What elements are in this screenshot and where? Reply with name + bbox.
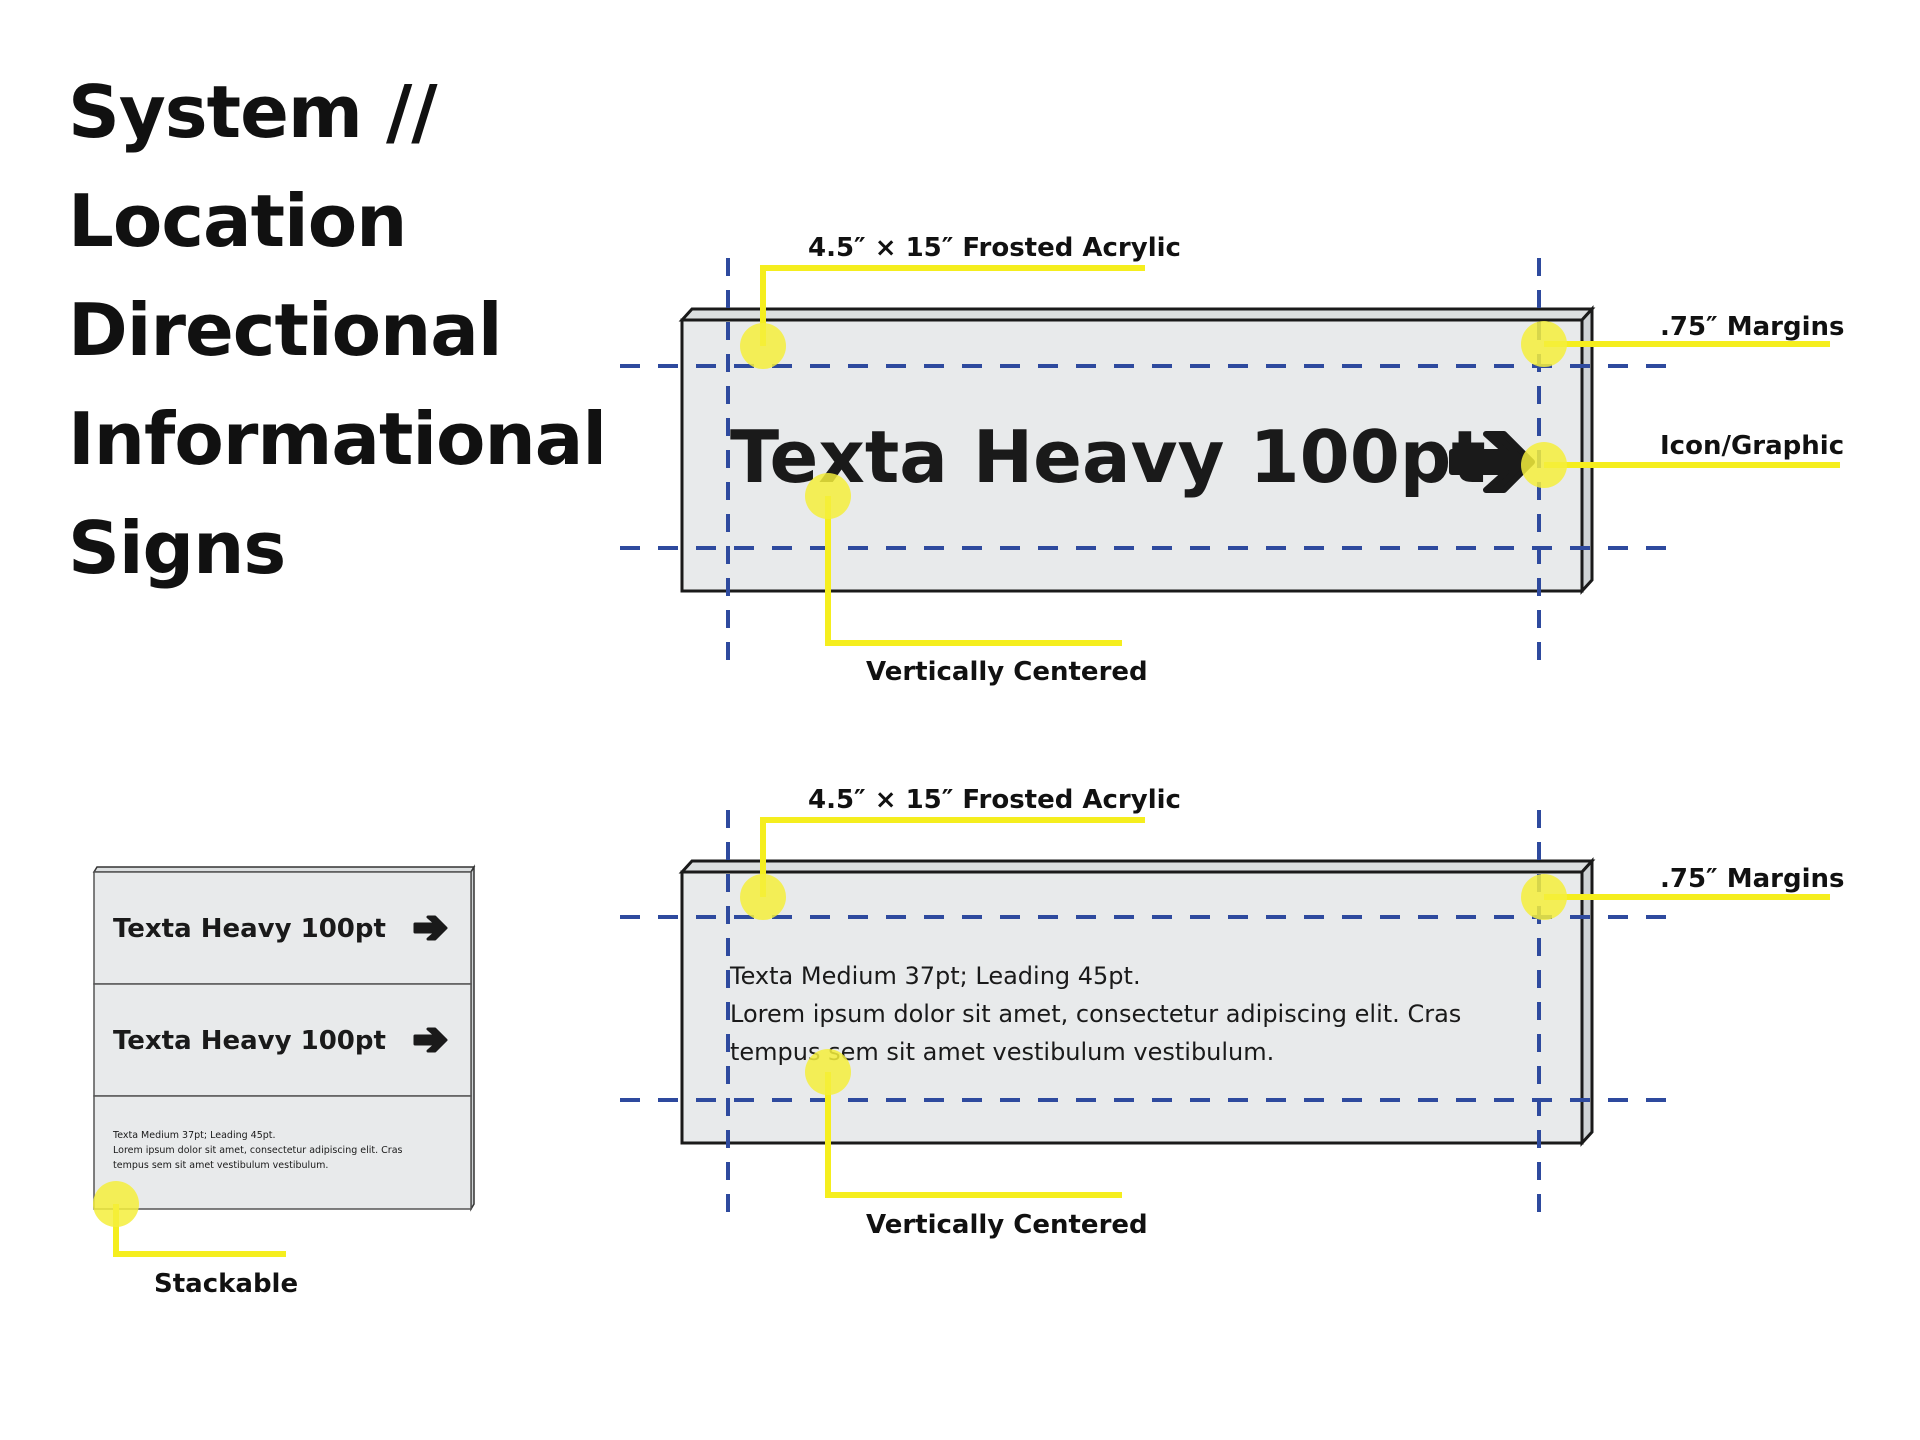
callout-dot — [1521, 442, 1567, 488]
callout-dot — [740, 874, 786, 920]
callout-leaders — [760, 817, 1830, 1198]
callout-dot — [93, 1181, 139, 1227]
body-line: tempus sem sit amet vestibulum vestibulu… — [113, 1160, 328, 1171]
leader-centered — [825, 1072, 1122, 1198]
stack-body-text: Texta Medium 37pt; Leading 45pt. Lorem i… — [112, 1130, 403, 1171]
body-line: Lorem ipsum dolor sit amet, consectetur … — [113, 1145, 403, 1156]
callout-dot — [805, 1049, 851, 1095]
body-line: Texta Medium 37pt; Leading 45pt. — [729, 962, 1141, 990]
panel-top-edge — [678, 307, 1596, 322]
leader-size — [760, 817, 1145, 897]
callout-size-label: 4.5″ × 15″ Frosted Acrylic — [808, 233, 1181, 263]
callout-leaders — [760, 265, 1840, 646]
leader-stackable — [113, 1204, 286, 1257]
title-line: System // — [68, 70, 438, 154]
callout-dot — [1521, 874, 1567, 920]
stacked-signs-diagram: Texta Heavy 100pt Texta Heavy 100pt Text… — [92, 864, 476, 1299]
callout-dots — [740, 321, 1567, 519]
callout-centered-label: Vertically Centered — [866, 1210, 1148, 1240]
callout-stackable-label: Stackable — [154, 1269, 298, 1299]
leader-centered — [825, 496, 1122, 646]
callout-dot — [740, 323, 786, 369]
callout-dot — [805, 473, 851, 519]
callout-size-label: 4.5″ × 15″ Frosted Acrylic — [808, 785, 1181, 815]
stack-heading-text: Texta Heavy 100pt — [113, 1026, 386, 1056]
callout-labels: 4.5″ × 15″ Frosted Acrylic .75″ Margins … — [808, 233, 1844, 687]
title-line: Directional — [68, 288, 503, 372]
callout-margins-label: .75″ Margins — [1660, 864, 1844, 894]
sign-paragraph-diagram: Texta Medium 37pt; Leading 45pt. Lorem i… — [620, 785, 1844, 1240]
body-line: Lorem ipsum dolor sit amet, consectetur … — [730, 1000, 1461, 1028]
callout-margins-label: .75″ Margins — [1660, 312, 1844, 342]
stack-heading-text: Texta Heavy 100pt — [113, 914, 386, 944]
callout-labels: 4.5″ × 15″ Frosted Acrylic .75″ Margins … — [808, 785, 1844, 1240]
callout-centered-label: Vertically Centered — [866, 657, 1148, 687]
sign-single-line-diagram: Texta Heavy 100pt 4.5″ × 15″ Frosted Acr… — [620, 233, 1844, 687]
title-line: Informational — [68, 397, 607, 481]
leader-size — [760, 265, 1145, 346]
title-line: Signs — [68, 506, 286, 590]
panel-top-edge — [678, 859, 1596, 874]
stack-sign-row — [93, 983, 472, 1097]
stack-sign-row — [93, 1095, 472, 1210]
arrow-right-icon — [1449, 431, 1535, 493]
title-line: Location — [68, 179, 407, 263]
callout-dots — [740, 874, 1567, 1095]
callout-icon-label: Icon/Graphic — [1660, 431, 1844, 461]
body-line: Texta Medium 37pt; Leading 45pt. — [112, 1130, 276, 1141]
arrow-right-icon — [413, 1027, 448, 1053]
arrow-right-icon — [413, 915, 448, 941]
panel-heading-text: Texta Heavy 100pt — [730, 415, 1486, 499]
callout-dot — [1521, 321, 1567, 367]
